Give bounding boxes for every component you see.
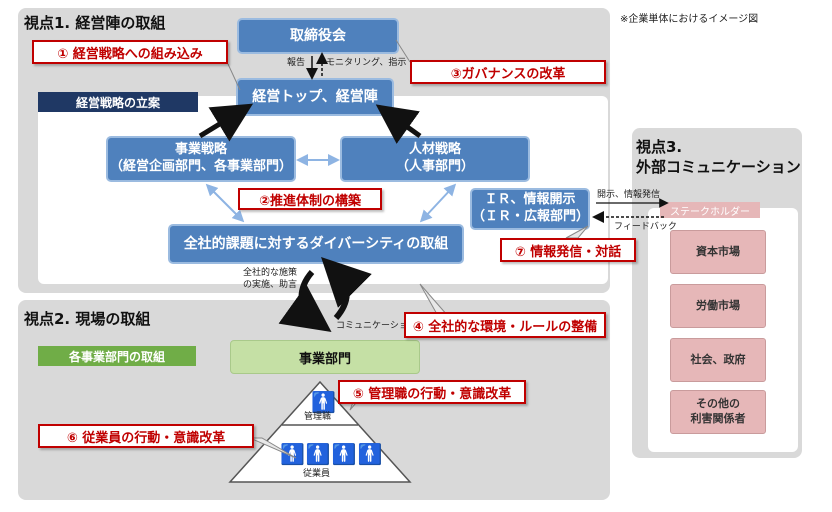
board-box: 取締役会 <box>237 18 399 54</box>
policy-label-1: 全社的な施策 <box>243 268 298 278</box>
pointer-c7 <box>565 225 589 239</box>
business-dept-box: 事業部門 <box>230 340 420 374</box>
business-strategy-sub: （経営企画部門、各事業部門） <box>109 159 292 174</box>
society-government-box: 社会、政府 <box>670 338 766 382</box>
callout-4: ④ 全社的な環境・ルールの整備 <box>404 312 606 338</box>
employees-label: 従業員 <box>303 469 331 479</box>
diversity-initiative-box: 全社的課題に対するダイバーシティの取組 <box>168 224 464 264</box>
viewpoint-3-title-1: 視点3. <box>636 138 683 156</box>
biz-to-top-arrow <box>198 103 254 142</box>
callout-5: ⑤ 管理職の行動・意識改革 <box>338 380 526 404</box>
ir-title: ＩＲ、情報開示 <box>484 192 576 208</box>
hr-strategy-box: 人材戦略 （人事部門） <box>340 136 530 182</box>
callout-1: ① 経営戦略への組み込み <box>32 40 228 64</box>
monitoring-label: モニタリング、指示 <box>326 58 407 68</box>
disclosure-label: 開示、情報発信 <box>597 190 661 200</box>
business-strategy-box: 事業戦略 （経営企画部門、各事業部門） <box>106 136 296 182</box>
manager-person-icon: 🚹 <box>311 390 336 414</box>
top-management-box: 経営トップ、経営陣 <box>236 78 394 116</box>
other-stakeholders-1: その他の <box>696 397 740 411</box>
business-strategy-title: 事業戦略 <box>174 142 227 158</box>
other-stakeholders-2: 利害関係者 <box>690 412 746 425</box>
ir-disclosure-box: ＩＲ、情報開示 （ＩＲ・広報部門） <box>470 188 590 230</box>
hr-strategy-title: 人材戦略 <box>408 142 461 158</box>
callout-6: ⑥ 従業員の行動・意識改革 <box>38 424 254 448</box>
cycle-arrow-down <box>278 270 332 332</box>
labor-market-box: 労働市場 <box>670 284 766 328</box>
employee-persons-icon: 🚹🚹🚹🚹 <box>280 442 384 466</box>
viewpoint-1-title: 視点1. 経営陣の取組 <box>24 14 166 32</box>
report-label: 報告 <box>287 58 306 68</box>
feedback-label: フィードバック <box>614 222 677 232</box>
pointer-c6 <box>249 437 297 459</box>
biz-diversity-arrow <box>205 183 245 223</box>
other-stakeholders-box: その他の 利害関係者 <box>670 390 766 434</box>
cycle-arrow-up <box>321 257 372 320</box>
pointer-c3 <box>395 39 411 63</box>
stakeholder-label: ステークホルダー <box>660 202 760 218</box>
callout-3: ③ガバナンスの改革 <box>410 60 606 84</box>
managers-label: 管理職 <box>304 412 332 422</box>
viewpoint-3-title-2: 外部コミュニケーション <box>636 158 801 176</box>
strategy-label: 経営戦略の立案 <box>38 92 198 112</box>
hr-strategy-sub: （人事部門） <box>395 159 474 174</box>
field-label: 各事業部門の取組 <box>38 346 196 366</box>
viewpoint-2-title: 視点2. 現場の取組 <box>24 310 151 328</box>
callout-7: ⑦ 情報発信・対話 <box>500 238 636 262</box>
hr-to-top-arrow <box>375 104 422 144</box>
pointer-c1 <box>227 63 241 91</box>
ir-sub: （ＩＲ・広報部門） <box>472 209 590 224</box>
policy-label-2: の実施、助言 <box>243 280 298 290</box>
capital-market-box: 資本市場 <box>670 230 766 274</box>
hr-diversity-arrow <box>419 183 457 223</box>
note-text: ※企業単体におけるイメージ図 <box>620 14 759 25</box>
callout-2: ②推進体制の構築 <box>238 188 382 210</box>
pyramid <box>228 380 412 483</box>
communication-label: コミュニケーション <box>336 321 417 331</box>
